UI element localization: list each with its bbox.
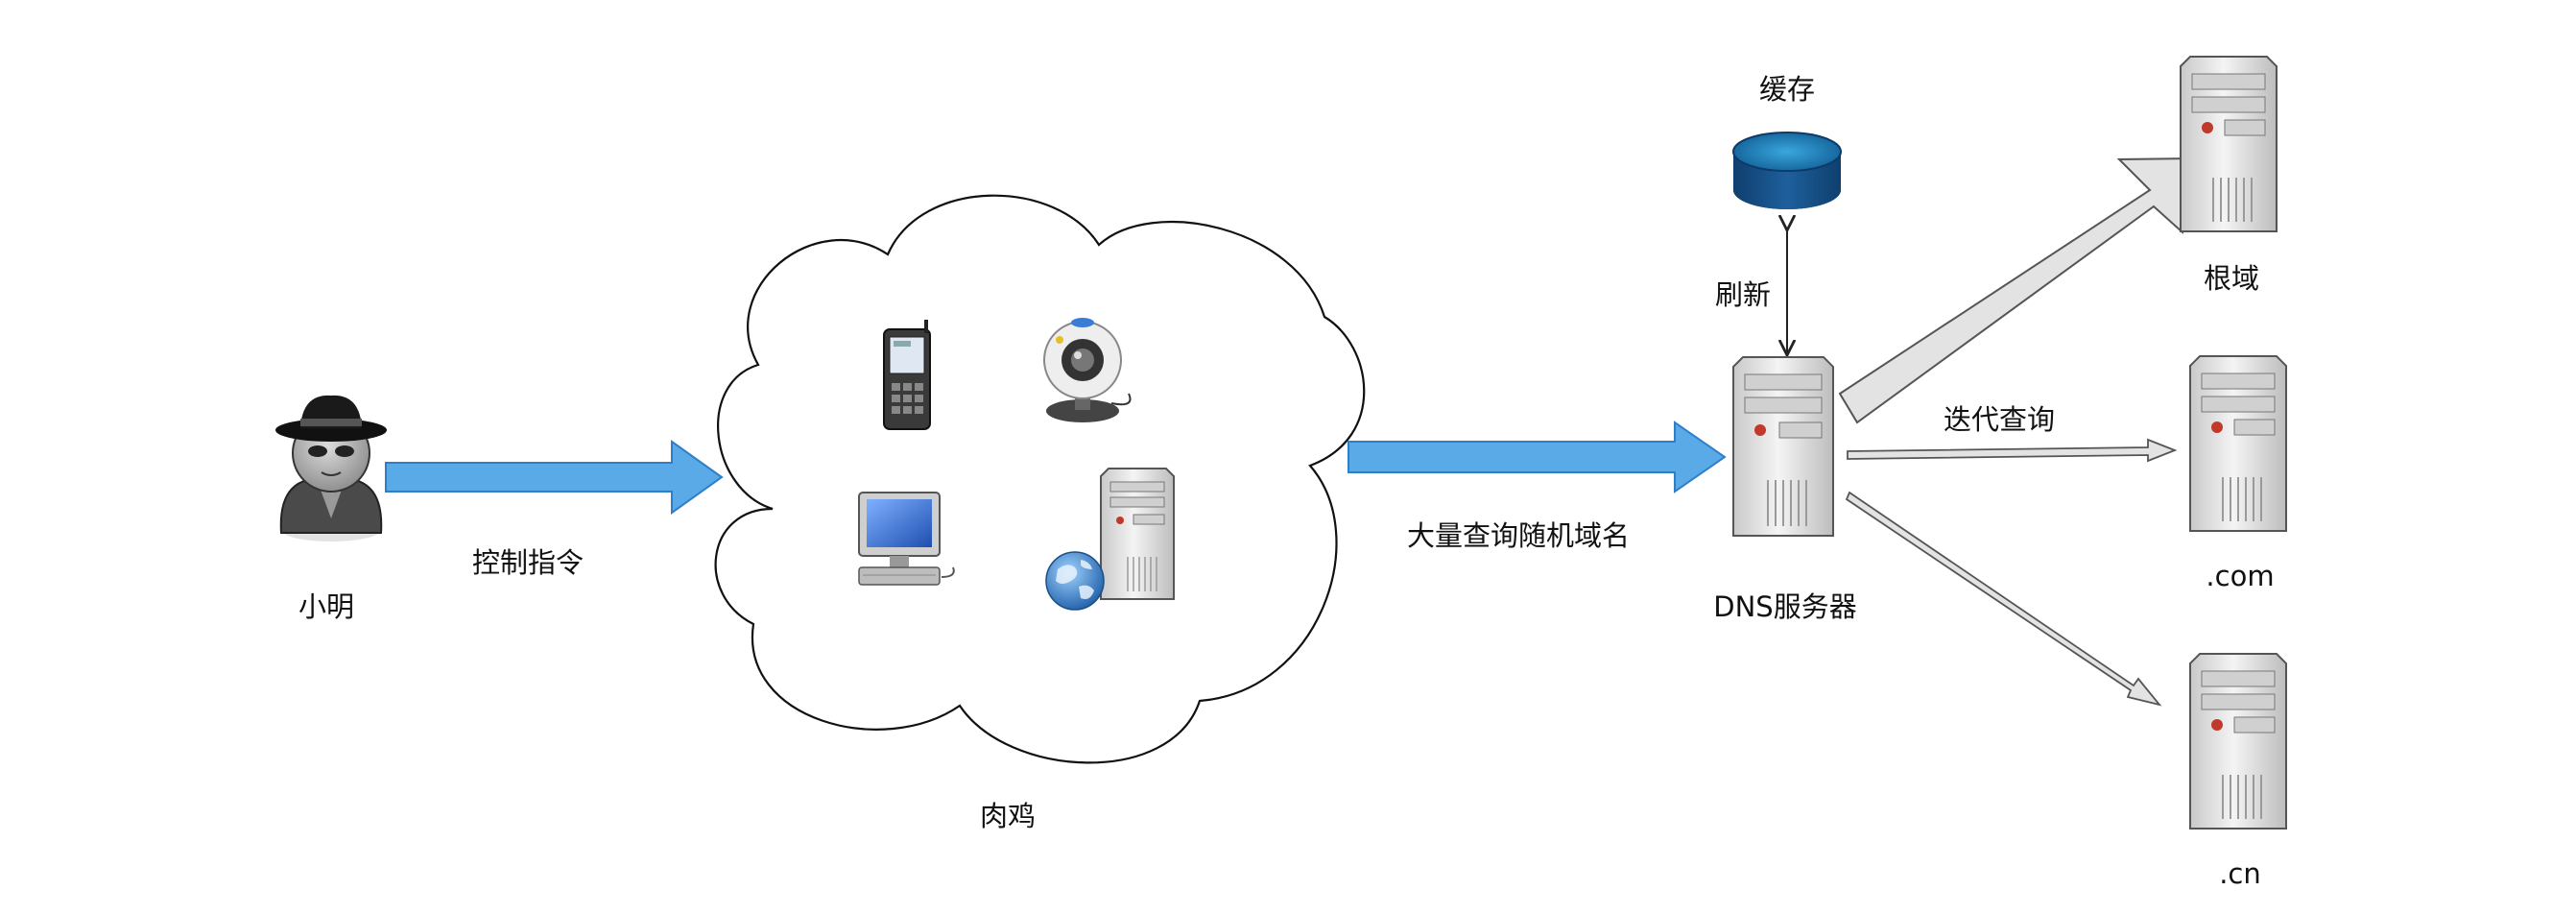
iterative-query-label: 迭代查询 xyxy=(1944,403,2055,436)
web-server-icon xyxy=(1045,468,1175,611)
refresh-label: 刷新 xyxy=(1715,278,1771,311)
spy-icon xyxy=(275,395,387,541)
root-domain-label: 根域 xyxy=(2204,262,2259,295)
database-icon xyxy=(1732,132,1842,209)
botnet-label: 肉鸡 xyxy=(980,800,1036,832)
cn-server-icon xyxy=(2189,653,2287,830)
query-arrow xyxy=(1348,421,1727,493)
webcam-icon xyxy=(1043,318,1132,422)
mobile-phone-icon xyxy=(883,320,931,430)
desktop-computer-icon xyxy=(858,492,955,586)
com-server-icon xyxy=(2189,355,2287,532)
cn-query-arrow xyxy=(1845,491,2162,707)
root-server-icon xyxy=(2180,56,2278,232)
dns-server-icon xyxy=(1732,356,1834,537)
dns-server-label: DNS服务器 xyxy=(1713,590,1856,623)
random-domain-query-label: 大量查询随机域名 xyxy=(1407,519,1630,552)
control-arrow xyxy=(385,440,724,515)
cn-domain-label: .cn xyxy=(2219,857,2261,890)
control-command-label: 控制指令 xyxy=(472,546,584,579)
cache-label: 缓存 xyxy=(1759,73,1815,106)
root-query-arrow xyxy=(1838,156,2200,424)
com-domain-label: .com xyxy=(2206,560,2274,592)
botnet-cloud xyxy=(714,194,1366,764)
attacker-label: 小明 xyxy=(298,590,354,623)
com-query-arrow xyxy=(1847,438,2178,463)
